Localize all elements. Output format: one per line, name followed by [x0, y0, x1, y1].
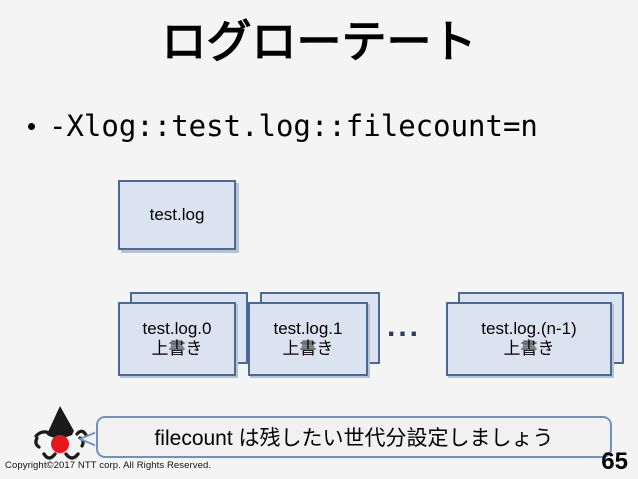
bullet-item-label: -Xlog::test.log::filecount=n: [49, 109, 538, 143]
diagram-box-stack-1-name: test.log.1: [273, 318, 343, 338]
diagram-box-stack-n-name: test.log.(n-1): [481, 318, 577, 338]
diagram-box-stack-1-action: 上書き: [282, 339, 334, 358]
speech-bubble-text: filecount は残したい世代分設定しましょう: [154, 427, 554, 450]
page-title: ログローテート: [161, 15, 477, 68]
diagram-box-stack-0-front: test.log.0 上書き: [118, 302, 236, 376]
bullet-dot-icon: [28, 123, 35, 130]
diagram-box-stack-0: test.log.0 上書き: [118, 292, 248, 376]
diagram-box-stack-n-front: test.log.(n-1) 上書き: [446, 302, 612, 376]
diagram-box-stack-n: test.log.(n-1) 上書き: [446, 292, 624, 376]
diagram-box-testlog: test.log: [118, 180, 236, 250]
bullet-item: -Xlog::test.log::filecount=n: [28, 112, 538, 141]
diagram-box-stack-0-name: test.log.0: [142, 318, 212, 338]
diagram-box-stack-1: test.log.1 上書き: [248, 292, 380, 376]
diagram-box-stack-n-action: 上書き: [503, 339, 555, 358]
copyright-text: Copyright©2017 NTT corp. All Rights Rese…: [5, 460, 212, 471]
speech-bubble: filecount は残したい世代分設定しましょう: [96, 416, 612, 458]
page-number: 65: [601, 448, 628, 475]
diagram-ellipsis: ...: [387, 310, 422, 343]
diagram-box-testlog-label: test.log: [149, 205, 205, 225]
diagram-box-stack-1-front: test.log.1 上書き: [248, 302, 368, 376]
diagram-box-stack-0-action: 上書き: [151, 339, 203, 358]
